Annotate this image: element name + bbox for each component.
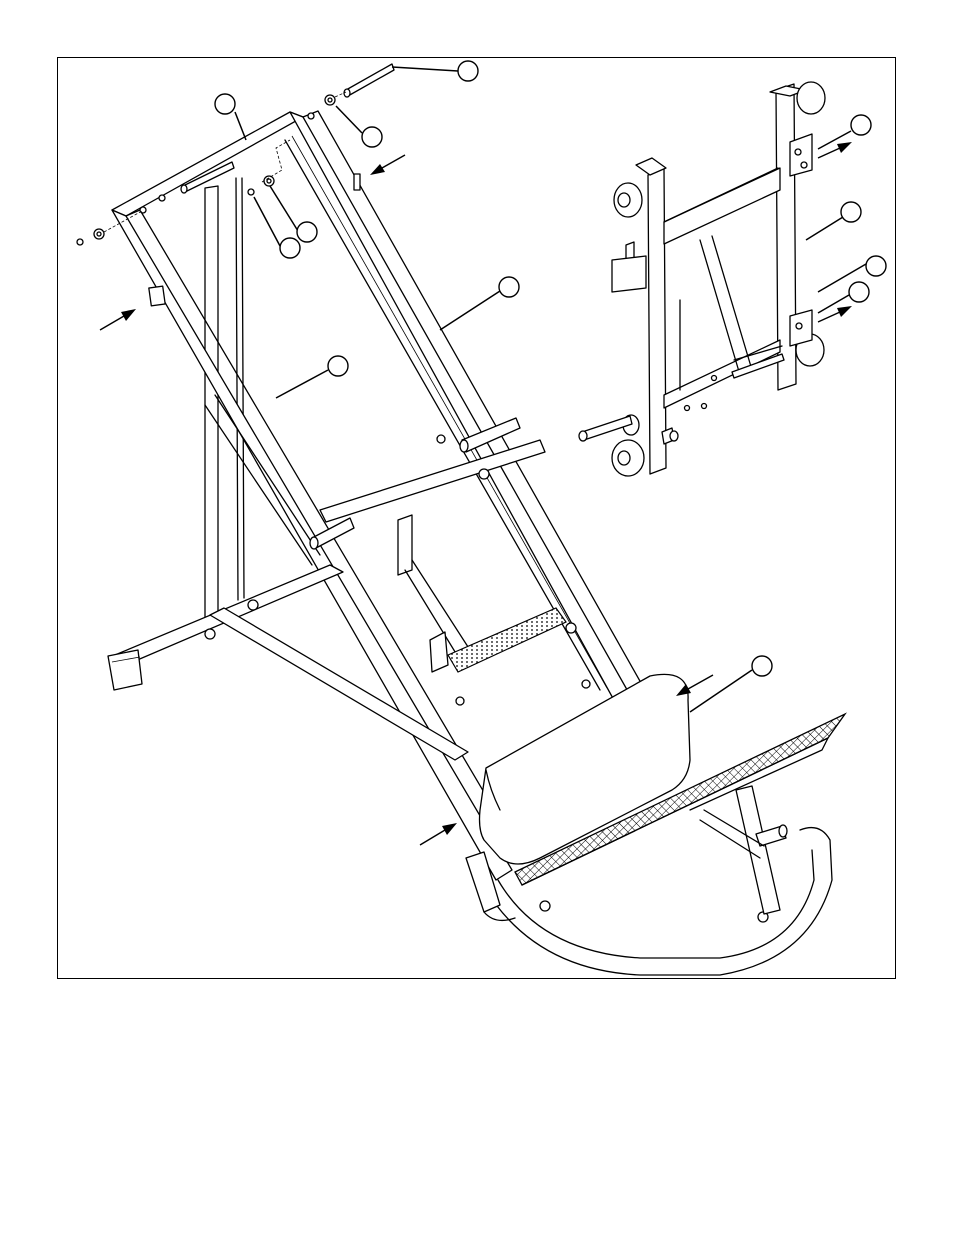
- callout-circle-11: [849, 282, 869, 302]
- callout-circle-3: [215, 94, 235, 114]
- callout-circle-6: [499, 277, 519, 297]
- callout-circle-1: [458, 61, 478, 81]
- callout-circle-8: [851, 115, 871, 135]
- carriage-subassembly: [579, 82, 825, 476]
- callout-circle-5: [280, 238, 300, 258]
- callout-circle-10: [866, 256, 886, 276]
- callout-circle-9: [841, 202, 861, 222]
- callout-circle-7: [328, 356, 348, 376]
- callout-circle-4: [297, 222, 317, 242]
- callout-circle-12: [752, 656, 772, 676]
- callout-circle-2: [362, 127, 382, 147]
- main-frame: [108, 111, 845, 975]
